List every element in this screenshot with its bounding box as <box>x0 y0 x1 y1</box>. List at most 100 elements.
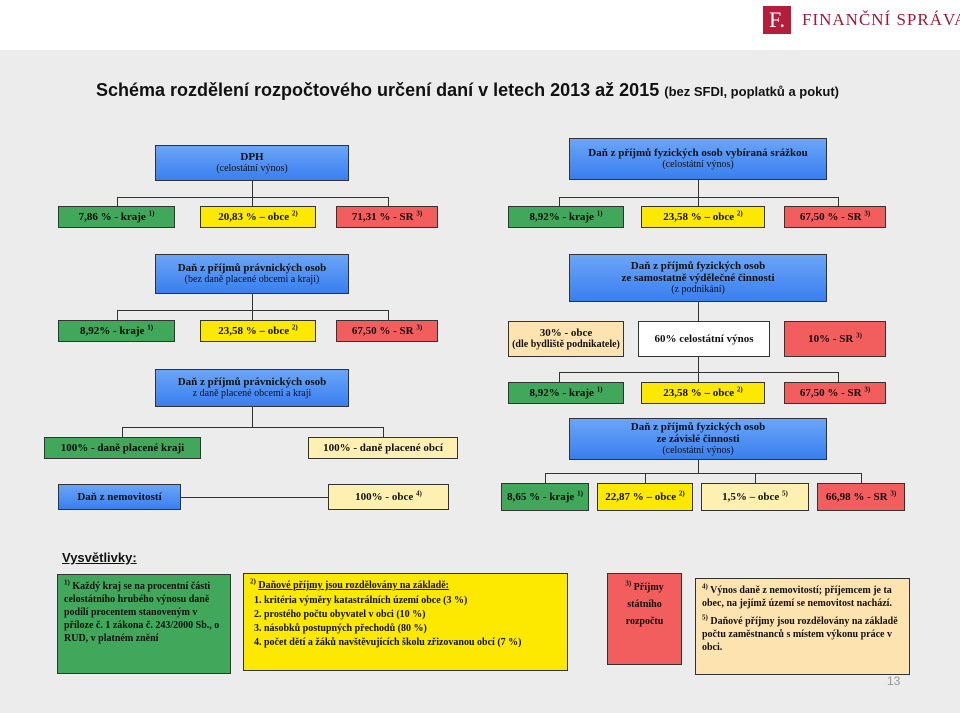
footnote-ref: 3) <box>625 579 632 588</box>
osvc-sr-box: 67,50 % - SR 3) <box>784 382 886 404</box>
split-label: 100% - daně placené kraji <box>60 442 185 454</box>
srazka-title: Daň z příjmů fyzických osob vybíraná srá… <box>588 147 808 159</box>
note-item: kritéria výměry katastrálních území obce… <box>264 594 561 607</box>
split-label: 8,92% - kraje <box>529 211 594 223</box>
footnote-ref: 1) <box>577 489 583 498</box>
connector <box>181 497 328 498</box>
connector <box>388 197 389 206</box>
split-label: 8,65 % - kraje <box>507 491 575 503</box>
connector <box>252 181 253 197</box>
footnote-ref: 2) <box>291 323 298 332</box>
connector <box>755 473 756 483</box>
dppo2-obce-box: 100% - daně placené obcí <box>308 437 458 459</box>
osvc-box: Daň z příjmů fyzických osob ze samostatn… <box>569 254 827 302</box>
split-label: 100% - obce <box>355 491 414 503</box>
connector <box>545 473 546 483</box>
legend-note-2: 2) Daňové příjmy jsou rozdělovány na zák… <box>243 573 568 671</box>
zc-obce15-box: 1,5% – obce 5) <box>701 483 809 511</box>
dnem-obce-box: 100% - obce 4) <box>328 484 449 510</box>
footnote-ref: 2) <box>291 209 298 218</box>
note-text: Daňové příjmy jsou rozdělovány na základ… <box>702 616 898 653</box>
split-label: 10% - SR <box>808 333 854 345</box>
connector <box>838 372 839 382</box>
dppo-sr-box: 67,50 % - SR 3) <box>336 320 438 342</box>
dppo2-sub: z daně placené obcemi a kraji <box>192 388 312 399</box>
legend-title: Vysvětlivky: <box>62 550 137 565</box>
split-label: 20,83 % – obce <box>218 211 290 223</box>
dppo-obce-box: 23,58 % – obce 2) <box>200 320 316 342</box>
dph-sr-box: 71,31 % - SR 3) <box>336 206 438 228</box>
split-label: 66,98 % - SR <box>825 491 888 503</box>
note-title: Daňové příjmy jsou rozdělovány na základ… <box>258 580 449 591</box>
connector <box>645 473 646 483</box>
split-label: 1,5% – obce <box>722 491 780 503</box>
zc-title2: ze závislé činnosti <box>656 433 740 445</box>
connector <box>252 294 253 310</box>
header-bar: F. FINANČNÍ SPRÁVA <box>0 0 960 50</box>
note-item: počet dětí a žáků navštěvujících školu z… <box>264 636 561 649</box>
title-main: Schéma rozdělení rozpočtového určení dan… <box>96 80 660 100</box>
connector <box>117 197 118 206</box>
footnote-ref: 3) <box>864 385 871 394</box>
connector <box>252 310 253 320</box>
legend-note-3: 3) Příjmy státního rozpočtu <box>607 573 682 665</box>
split-label: 30% - obce <box>539 327 593 339</box>
split-label: 8,92% - kraje <box>529 387 594 399</box>
connector <box>122 427 383 428</box>
split-label: 71,31 % - SR <box>351 211 414 223</box>
dppo-title: Daň z příjmů právnických osob <box>177 262 327 274</box>
split-label: 60% celostátní výnos <box>654 333 754 345</box>
split-label: 7,86 % - kraje <box>78 211 146 223</box>
osvc-sr10-box: 10% - SR 3) <box>784 321 886 357</box>
split-label: 67,50 % - SR <box>799 211 862 223</box>
dph-title: DPH <box>240 151 264 163</box>
connector <box>252 197 253 206</box>
slide-title: Schéma rozdělení rozpočtového určení dan… <box>96 80 839 101</box>
split-sub: (dle bydliště podnikatele) <box>512 339 620 350</box>
footnote-ref: 2) <box>678 489 685 498</box>
zc-obce-box: 22,87 % – obce 2) <box>597 483 693 511</box>
footnote-ref: 1) <box>596 385 603 394</box>
dppo-box: Daň z příjmů právnických osob (bez daně … <box>155 254 349 294</box>
dppo-sub: (bez daně placené obcemi a kraji) <box>184 274 320 285</box>
srazka-sr-box: 67,50 % - SR 3) <box>784 206 886 228</box>
logo-icon: F. <box>763 6 791 34</box>
title-note: (bez SFDI, poplatků a pokut) <box>664 84 840 99</box>
note-text: Výnos daně z nemovitostí; příjemcem je t… <box>702 585 892 609</box>
legend-note-4-5: 4) Výnos daně z nemovitostí; příjemcem j… <box>695 578 910 675</box>
zc-sr-box: 66,98 % - SR 3) <box>817 483 905 511</box>
footnote-ref: 4) <box>702 582 708 591</box>
srazka-obce-box: 23,58 % – obce 2) <box>641 206 765 228</box>
connector <box>559 197 839 198</box>
osvc-title: Daň z příjmů fyzických osob <box>630 260 766 272</box>
connector <box>559 372 560 382</box>
srazka-sub: (celostátní výnos) <box>662 159 734 170</box>
split-label: 23,58 % – obce <box>663 211 735 223</box>
connector <box>252 407 253 427</box>
split-label: 8,92% - kraje <box>79 325 145 337</box>
dppo-kraje-box: 8,92% - kraje 1) <box>58 320 175 342</box>
split-label: 100% - daně placené obcí <box>323 442 443 454</box>
split-label: 67,50 % - SR <box>351 325 414 337</box>
dppo2-title: Daň z příjmů právnických osob <box>177 376 327 388</box>
osvc-title2: ze samostatně výdělečné činnosti <box>621 272 775 284</box>
osvc-60-box: 60% celostátní výnos <box>638 321 770 357</box>
page-number: 13 <box>887 674 901 688</box>
osvc-obce30-box: 30% - obce (dle bydliště podnikatele) <box>508 321 624 357</box>
split-label: 22,87 % – obce <box>605 491 677 503</box>
footnote-ref: 3) <box>416 209 423 218</box>
legend-note-1: 1) Každý kraj se na procentní části celo… <box>57 574 231 674</box>
footnote-ref: 5) <box>782 489 788 498</box>
note-text: Příjmy státního rozpočtu <box>625 582 664 627</box>
connector <box>117 310 389 311</box>
note-text: Každý kraj se na procentní části celostá… <box>64 581 220 644</box>
footnote-ref: 3) <box>890 489 897 498</box>
footnote-ref: 2) <box>736 385 743 394</box>
note-item: prostého počtu obyvatel v obci (10 %) <box>264 608 561 621</box>
logo-text: FINANČNÍ SPRÁVA <box>802 10 960 29</box>
footnote-ref: 2) <box>736 209 743 218</box>
osvc-obce-box: 23,58 % – obce 2) <box>641 382 765 404</box>
footnote-ref: 3) <box>416 323 423 332</box>
connector <box>698 357 699 372</box>
split-label: 23,58 % – obce <box>663 387 735 399</box>
